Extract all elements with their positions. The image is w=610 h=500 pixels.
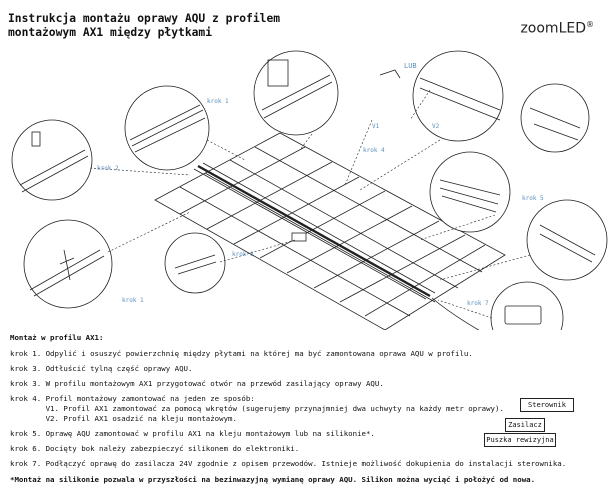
detail-circle-krok1-bottom [23, 219, 113, 309]
label-v2: V2 [432, 123, 440, 130]
tile-floor [154, 132, 506, 330]
instruction-step: krok 4. Profil montażowy zamontować na j… [10, 394, 504, 423]
label-lub: LUB [404, 62, 417, 70]
label-krok5: krok 5 [522, 195, 544, 202]
instruction-step: krok 6. Docięty bok należy zabezpieczyć … [10, 444, 300, 453]
detail-circle-krok6 [164, 232, 226, 294]
detail-circle-krok4 [412, 50, 504, 142]
installation-diagram: krok 1 krok 2 krok 1 krok 4 krok 5 krok … [11, 50, 608, 330]
registered-mark: ® [586, 20, 594, 29]
label-krok6: krok 6 [232, 251, 254, 258]
title-line-1: Instrukcja montażu oprawy AQU z profilem [8, 12, 281, 25]
profile-sketches [19, 59, 596, 325]
instruction-step: krok 5. Oprawę AQU zamontować w profilu … [10, 429, 375, 438]
instructions: Montaż w profilu AX1: krok 1. Odpylić i … [10, 333, 606, 485]
label-sterownik: Sterownik [520, 398, 574, 412]
brand-name: zoomLED [520, 20, 586, 37]
label-krok1-top: krok 1 [207, 98, 229, 105]
brand-logo: zoomLED® [520, 20, 594, 37]
leader-lines [89, 89, 531, 319]
instruction-step: krok 1. Odpylić i osuszyć powierzchnię m… [10, 349, 473, 358]
footnote: *Montaż na silikonie pozwala w przyszłoś… [10, 475, 536, 484]
instruction-step: krok 3. W profilu montażowym AX1 przygot… [10, 379, 384, 388]
label-krok7: krok 7 [467, 300, 489, 307]
title-line-2: montażowym AX1 między płytkami [8, 26, 213, 39]
power-cable [431, 297, 480, 330]
label-krok1-bottom: krok 1 [122, 297, 144, 304]
label-krok2: krok 2 [97, 165, 119, 172]
label-krok4: krok 4 [363, 147, 385, 154]
aqu-profile [193, 162, 436, 300]
instruction-step: krok 7. Podłączyć oprawę do zasilacza 24… [10, 459, 567, 468]
label-zasilacz: Zasilacz [505, 418, 545, 432]
detail-circle-krok5a [429, 151, 511, 233]
label-v1: V1 [372, 123, 380, 130]
instructions-heading: Montaż w profilu AX1: [10, 333, 104, 342]
cable-hole [291, 232, 307, 242]
label-puszka-rewizyjna: Puszka rewizyjna [484, 433, 556, 447]
detail-circle-krok3 [253, 50, 339, 136]
page-title: Instrukcja montażu oprawy AQU z profilem… [8, 12, 280, 40]
instruction-step: krok 3. Odtłuścić tylną część oprawy AQU… [10, 364, 193, 373]
